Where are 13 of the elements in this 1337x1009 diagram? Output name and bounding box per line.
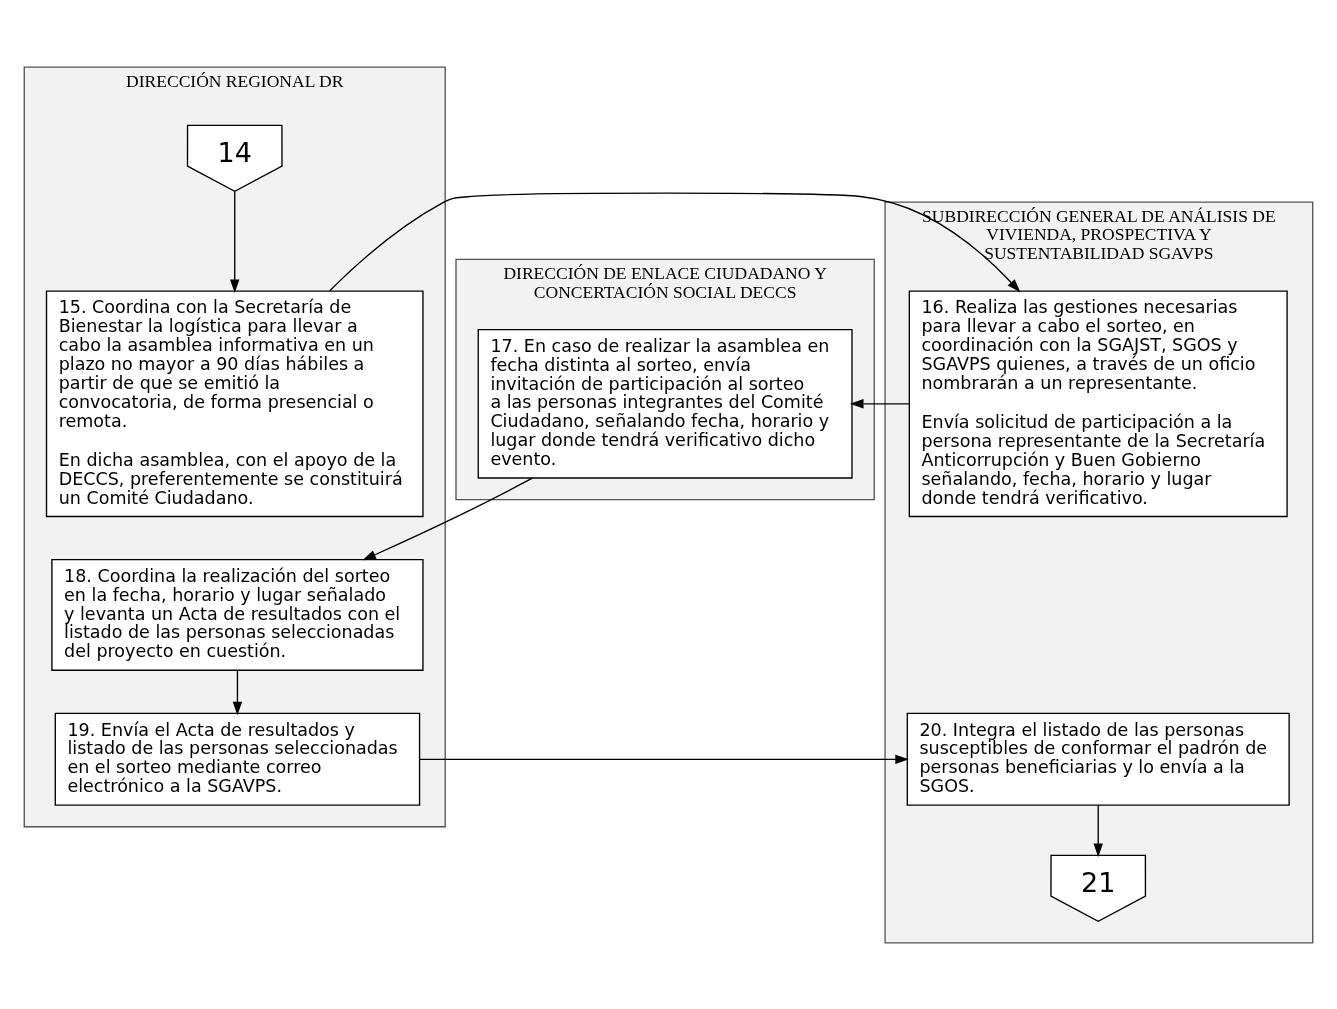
node-box: 19. Envía el Acta de resultados y listado de las personas seleccionadas en el sorteo mediante correo electrónico a la SGAVPS. (54, 712, 421, 806)
node-box: 18. Coordina la realización del sorteo en la fecha, horario y lugar señalado y levanta un Acta de resultados con el listado de las personas seleccionadas del proyecto en cuestión. (51, 558, 424, 671)
arrow (850, 398, 910, 409)
node-box: 17. En caso de realizar la asamblea en fecha distinta al sorteo, envía invitación de participación al sorteo a las personas integrantes del Comité Ciudadano, señalando fecha, horario y lugar donde tendrá verificativo dicho evento. (477, 328, 853, 479)
arrow (1093, 804, 1103, 857)
arrow (232, 669, 243, 715)
node-box: 15. Coordina con la Secretaría de Bienestar la logística para llevar a cabo la asamblea informativa en un plazo no mayor a 90 días hábiles a partir de que se emitió la convocatoria, de forma presencial o remota. En dicha asamblea, con el apoyo de la DECCS, preferentemente se constituirá un Comité Ciudadano. (45, 289, 424, 517)
node-box: 20. Integra el listado de las personas susceptibles de conformar el padrón de personas beneficiarias y lo envía a la SGOS. (906, 712, 1290, 806)
node-box: 16. Realiza las gestiones necesarias para llevar a cabo el sorteo, en coordinación con la SGAJST, SGOS y SGAVPS quienes, a través de un oficio nombrarán a un representante. Envía solicitud de participación a la persona representante de la Secretaría Anticorrupción y Buen Gobierno señalando, fecha, horario y lugar donde tendrá verificativo. (908, 289, 1288, 517)
arrow (329, 191, 1021, 292)
arrow (230, 190, 240, 293)
arrow (419, 754, 909, 764)
arrow (362, 477, 533, 560)
